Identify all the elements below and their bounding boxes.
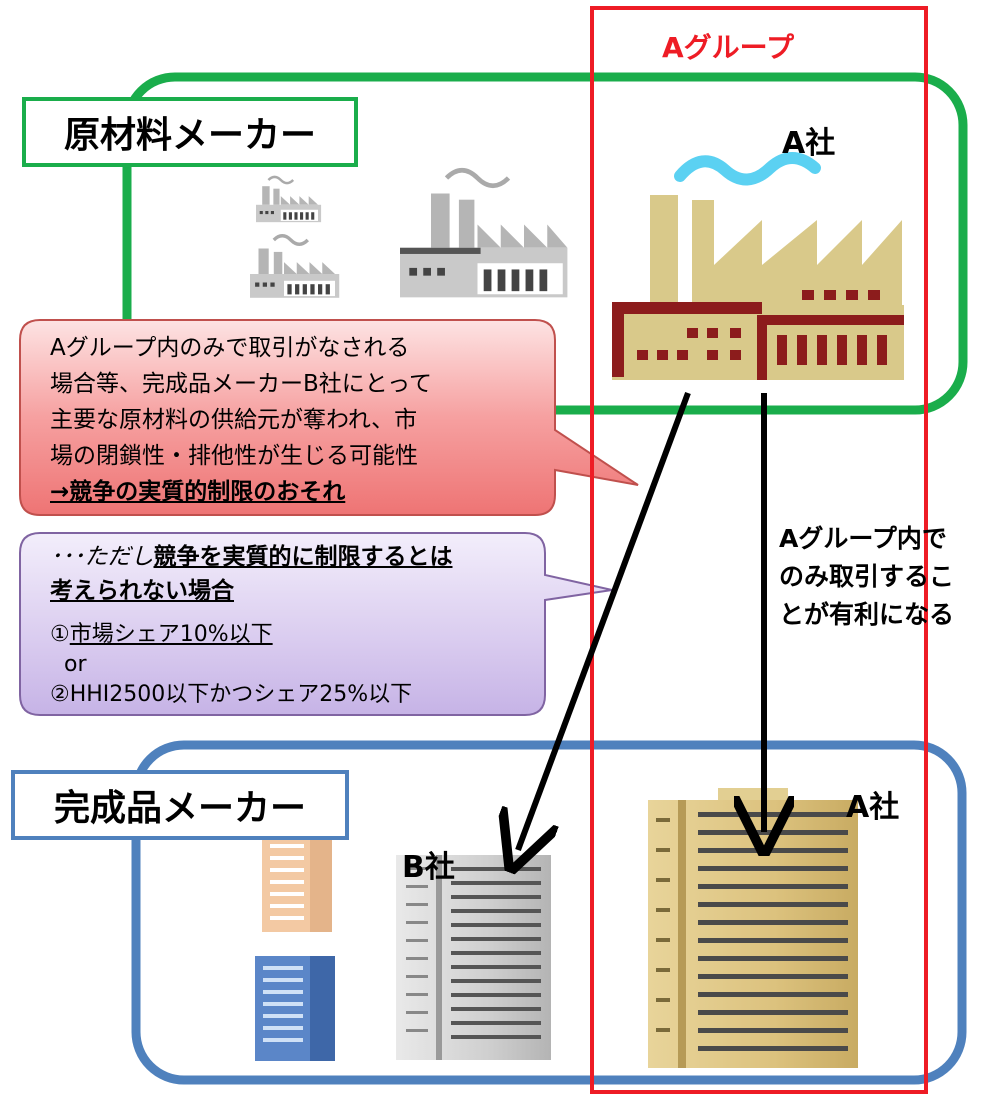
raw-material-label: 原材料メーカー <box>22 97 358 167</box>
condition-or: or <box>64 652 87 677</box>
finished-company-b-label: B社 <box>402 850 455 885</box>
red-callout-line: 場の閉鎖性・排他性が生じる可能性 <box>50 443 418 469</box>
factory-icon <box>256 175 322 223</box>
a-group-frame <box>590 6 928 1094</box>
purple-callout-heading-2: 考えられない場合 <box>50 578 234 604</box>
side-note: Aグループ内で のみ取引するこ とが有利になる <box>779 520 954 634</box>
company-a-factory-icon <box>612 152 904 380</box>
company-b-building-icon <box>396 855 551 1060</box>
red-callout-bubble <box>19 319 639 516</box>
side-note-line: とが有利になる <box>779 600 955 629</box>
arrow-to-company-b <box>518 391 691 850</box>
condition-1-number: ① <box>50 622 70 647</box>
factory-icon <box>400 167 568 298</box>
condition-1-text: 市場シェア10%以下 <box>69 622 273 647</box>
a-group-label: Aグループ <box>662 31 794 64</box>
side-note-line: Aグループ内で <box>779 524 947 553</box>
purple-callout-prefix: ･･･ただし <box>50 544 154 570</box>
side-note-line: のみ取引するこ <box>779 562 955 591</box>
raw-company-a-label: A社 <box>782 126 836 161</box>
purple-callout-bubble <box>19 532 613 716</box>
purple-callout-heading-1: 競争を実質的に制限するとは <box>153 544 453 570</box>
condition-2-text: ②HHI2500以下かつシェア25%以下 <box>50 682 413 707</box>
red-callout-text: Aグループ内のみで取引がなされる 場合等、完成品メーカーB社にとって 主要な原材… <box>50 330 432 510</box>
purple-callout-text: ･･･ただし競争を実質的に制限するとは 考えられない場合 ①市場シェア10%以下… <box>50 540 453 712</box>
building-icon <box>262 822 332 932</box>
finished-product-label: 完成品メーカー <box>11 770 349 840</box>
red-callout-line: 場合等、完成品メーカーB社にとって <box>50 371 432 397</box>
building-icon <box>255 956 335 1061</box>
red-callout-conclusion: →競争の実質的制限のおそれ <box>50 479 346 505</box>
finished-product-frame <box>131 740 967 1085</box>
red-callout-line: 主要な原材料の供給元が奪われ、市 <box>50 407 418 433</box>
finished-company-a-label: A社 <box>846 790 900 825</box>
company-a-building-icon <box>648 788 858 1068</box>
red-callout-line: Aグループ内のみで取引がなされる <box>50 335 410 361</box>
factory-icon <box>250 234 340 298</box>
